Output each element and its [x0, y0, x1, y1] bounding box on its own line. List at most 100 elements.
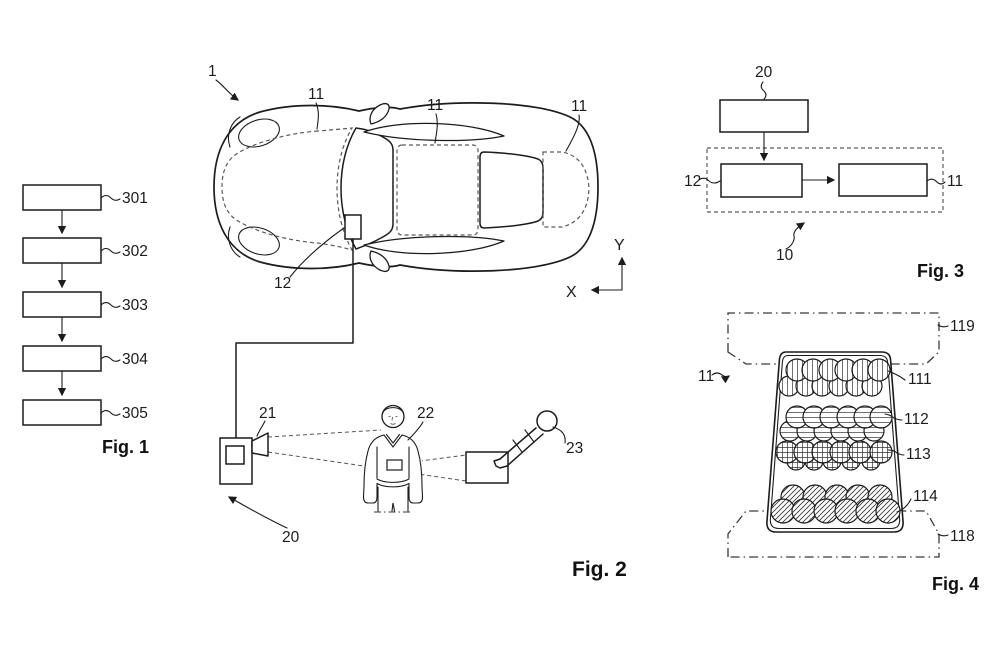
fig2-caption: Fig. 2 [572, 558, 627, 581]
display-device-12 [344, 214, 362, 240]
block-20 [719, 99, 809, 133]
leader-key-23 [552, 426, 566, 444]
ref-zone-roof-11: 11 [427, 97, 443, 114]
sensor-zone-roof [396, 144, 479, 236]
cable-display-to-camera [235, 238, 354, 439]
flow-step-box-304: 304 [22, 345, 148, 372]
leader-row-114 [896, 498, 912, 513]
side-window-bottom [363, 235, 505, 255]
key-and-box: 23 [465, 410, 583, 484]
ref-304: 304 [122, 351, 148, 368]
person-torso-right [401, 434, 424, 504]
sensor-zone-rear [542, 151, 590, 228]
person-head [381, 404, 405, 429]
leader-vehicle-1 [215, 79, 240, 101]
figure-2-vehicle-scene: 1 11 11 11 12 X Y [208, 63, 627, 581]
fig3-caption: Fig. 3 [917, 261, 964, 281]
leader-zone-roof [434, 113, 438, 144]
car-key [493, 410, 558, 469]
leader-display-12 [289, 227, 345, 278]
side-mirror-bottom [369, 250, 390, 273]
ref-lens-21: 21 [259, 405, 276, 422]
side-window-top [363, 122, 505, 142]
ref-person-22: 22 [417, 405, 434, 422]
ref-vehicle-1: 1 [208, 63, 217, 80]
ref-row-112: 112 [904, 411, 929, 428]
car-top-view [213, 102, 599, 273]
led-row-113 [775, 440, 893, 471]
camera-unit: 21 20 [219, 405, 300, 546]
ref-row-114: 114 [913, 488, 938, 505]
ref-zone-front-11: 11 [308, 86, 324, 103]
ref-row-113: 113 [906, 446, 931, 463]
flow-step-box-302: 302 [22, 237, 148, 264]
ref-zone-rear-11: 11 [571, 98, 587, 115]
panel-inner [769, 354, 901, 530]
person-legs [377, 486, 409, 512]
ref-303: 303 [122, 297, 148, 314]
coordinate-axes: X Y [566, 237, 627, 301]
flow-step-box-305: 305 [22, 399, 148, 426]
front-fender-line-top [227, 116, 241, 148]
car-body-outline [213, 102, 599, 272]
leader-zone-rear [565, 114, 580, 152]
person-torso-left [362, 434, 385, 504]
led-row-114 [770, 484, 901, 524]
block-11 [838, 163, 928, 197]
camera-window [225, 445, 245, 465]
leader-row-113 [887, 449, 905, 456]
leader-118 [937, 533, 949, 537]
person: 22 [362, 404, 434, 513]
ref-305: 305 [122, 405, 148, 422]
leader-block-12 [698, 177, 721, 184]
panel-outer [766, 351, 904, 533]
ref-block-20: 20 [755, 64, 773, 81]
leader-row-112 [884, 413, 903, 421]
leader-119 [937, 324, 949, 328]
camera-lens [251, 432, 269, 457]
leader-group-10 [785, 222, 806, 250]
ref-key-23: 23 [566, 440, 583, 457]
led-row-111 [778, 358, 891, 397]
leader-block-11 [926, 178, 946, 185]
ref-301: 301 [122, 190, 148, 207]
ref-panel-11: 11 [698, 368, 714, 385]
person-hair [381, 407, 405, 415]
axis-x-label: X [566, 284, 577, 301]
leader-row-111 [887, 370, 906, 381]
person-face [388, 416, 398, 425]
ref-302: 302 [122, 243, 148, 260]
ref-row-111: 111 [908, 371, 932, 388]
leader-block-20 [760, 81, 767, 100]
leader-person-22 [407, 421, 424, 441]
leader-zone-front [315, 102, 319, 130]
person-collar [383, 433, 403, 448]
led-row-112 [779, 405, 893, 442]
ref-group-10: 10 [776, 247, 794, 264]
ref-block-11: 11 [947, 173, 963, 190]
ref-118: 118 [950, 528, 975, 545]
waist-device [386, 459, 403, 471]
side-mirror-top [369, 102, 390, 125]
leader-panel-11 [711, 372, 731, 384]
ref-display-12: 12 [274, 275, 291, 292]
sensor-zone-front [221, 127, 354, 251]
person-belt [376, 478, 410, 488]
flow-step-box-303: 303 [22, 291, 148, 318]
bracket-118 [727, 510, 940, 558]
leader-lens-21 [256, 420, 266, 437]
bracket-119 [727, 312, 940, 365]
ref-camera-20: 20 [282, 529, 300, 546]
figure-4-light-panel: 11 111 112 113 114 119 118 Fig. 4 [698, 312, 979, 594]
fig1-caption: Fig. 1 [102, 437, 149, 457]
block-12 [720, 163, 803, 198]
ref-119: 119 [950, 318, 975, 335]
headlight-right [238, 226, 280, 256]
axis-y-label: Y [614, 237, 625, 254]
led-rows [770, 358, 901, 524]
person-arm-seams [376, 446, 410, 479]
figure-1-flowchart: 301 302 303 304 305 Fig. 1 [22, 184, 149, 457]
leader-camera-20 [227, 496, 288, 529]
